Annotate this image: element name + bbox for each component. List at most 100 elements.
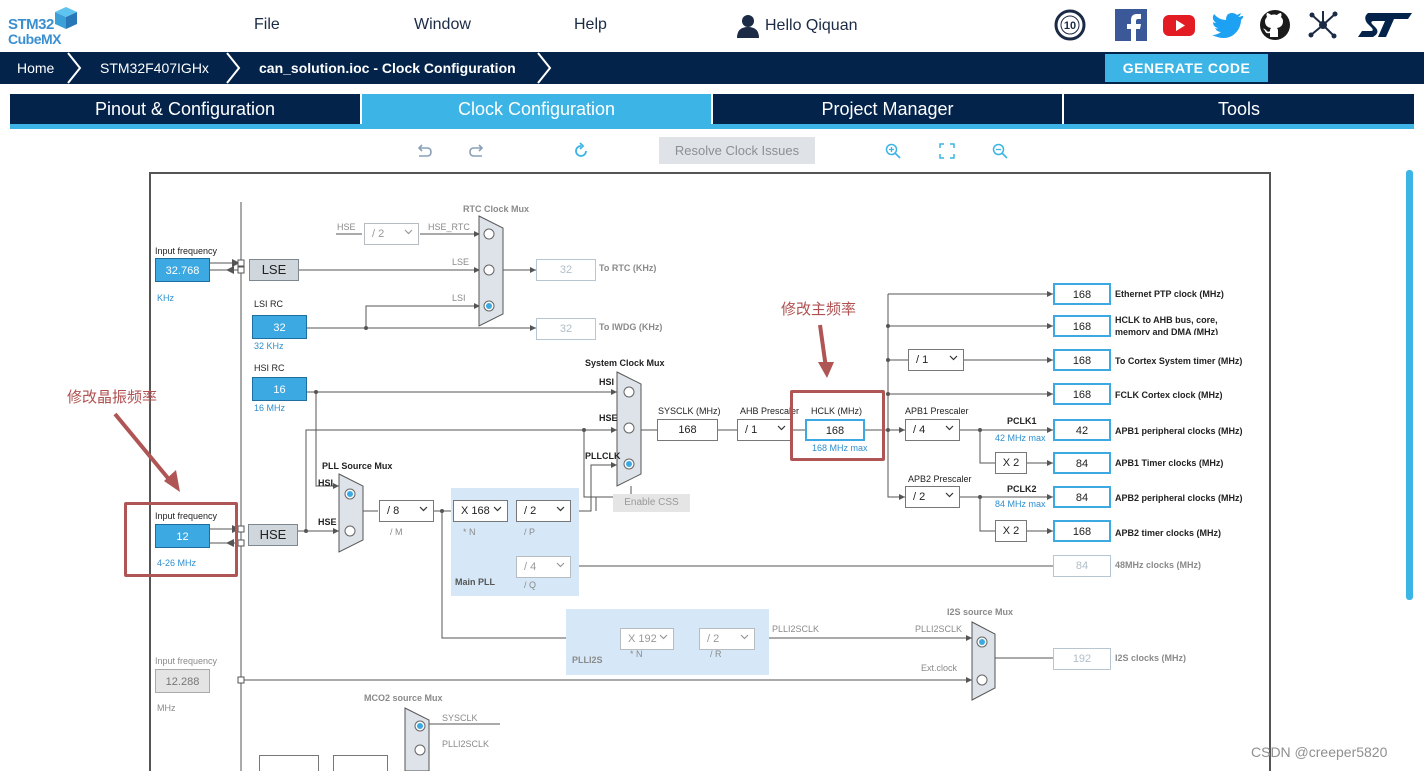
iwdg-output-value: 32 (536, 318, 596, 340)
hclk-input[interactable]: 168 (805, 419, 865, 441)
logo-text-line2: CubeMX (8, 31, 62, 47)
i2s-mux-ext-label: Ext.clock (921, 663, 958, 673)
user-account[interactable]: Hello Qiquan (737, 14, 858, 38)
menu-help[interactable]: Help (574, 16, 607, 33)
menu-window[interactable]: Window (414, 16, 471, 33)
enable-css-button[interactable]: Enable CSS (613, 494, 690, 512)
sys-mux-hse-label: HSE (599, 413, 618, 423)
hclk-max: 168 MHz max (812, 443, 868, 453)
st-10-years-icon[interactable]: 10 (1054, 9, 1086, 41)
mco2-partial-box-1 (259, 755, 319, 771)
breadcrumb-device[interactable]: STM32F407IGHx (100, 60, 209, 76)
undo-icon[interactable] (415, 142, 433, 160)
zoom-in-icon[interactable] (884, 142, 902, 160)
hclk-ahb-label: HCLK to AHB bus, core, (1115, 315, 1218, 325)
pll-q-value: / 4 (524, 561, 537, 573)
apb2-peripheral-value: 84 (1053, 486, 1111, 508)
apb1-prescaler-value: / 4 (913, 424, 926, 436)
pll-n-select[interactable]: X 168 (453, 500, 508, 522)
cortex-timer-value: 168 (1053, 349, 1111, 371)
svg-text:10: 10 (1064, 20, 1076, 32)
lsi-freq: 32 KHz (254, 341, 284, 351)
rtc-hse-prescaler-select[interactable]: / 2 (364, 223, 419, 245)
hclk-label: HCLK (MHz) (811, 406, 862, 416)
github-icon[interactable] (1259, 9, 1291, 41)
apb2-timer-label: APB2 timer clocks (MHz) (1115, 528, 1222, 538)
watermark: CSDN @creeper5820 (1251, 744, 1388, 760)
i2s-ext-freq-input[interactable]: 12.288 (155, 669, 210, 693)
breadcrumb-file[interactable]: can_solution.ioc - Clock Configuration (259, 60, 516, 76)
plli2s-r-select[interactable]: / 2 (699, 628, 755, 650)
pll-p-select[interactable]: / 2 (516, 500, 571, 522)
chevron-down-icon (949, 355, 958, 361)
apb1-peripheral-value: 42 (1053, 419, 1111, 441)
usb-48mhz-label: 48MHz clocks (MHz) (1115, 560, 1202, 570)
tab-clock-configuration[interactable]: Clock Configuration (362, 94, 711, 124)
tab-underline (10, 124, 1414, 129)
twitter-icon[interactable] (1211, 9, 1243, 41)
tab-pinout[interactable]: Pinout & Configuration (10, 94, 360, 124)
main-pll-title: Main PLL (455, 577, 495, 587)
st-logo-icon[interactable] (1356, 9, 1414, 41)
clock-tree-diagram (149, 172, 1271, 771)
rtc-output-value: 32 (536, 259, 596, 281)
youtube-icon[interactable] (1163, 9, 1195, 41)
ahb-prescaler-value: / 1 (745, 424, 758, 436)
breadcrumb-home[interactable]: Home (17, 60, 55, 76)
cortex-timer-prescaler-select[interactable]: / 1 (908, 349, 964, 371)
hclk-ahb-value: 168 (1053, 315, 1111, 337)
stm32cubemx-logo: STM32 CubeMX (8, 6, 80, 48)
facebook-icon[interactable] (1115, 9, 1147, 41)
sys-mux-hsi-label: HSI (599, 377, 615, 387)
pll-q-label: / Q (524, 580, 537, 590)
pll-source-mux-title: PLL Source Mux (322, 461, 393, 471)
pll-q-select[interactable]: / 4 (516, 556, 571, 578)
pclk1-label: PCLK1 (1007, 416, 1037, 426)
breadcrumb-separator-icon (226, 52, 241, 84)
generate-code-button[interactable]: GENERATE CODE (1105, 54, 1268, 82)
apb1-timer-value: 84 (1053, 452, 1111, 474)
plli2sclk-label: PLLI2SCLK (772, 624, 820, 634)
pll-p-value: / 2 (524, 505, 537, 517)
fclk-label: FCLK Cortex clock (MHz) (1115, 390, 1223, 400)
breadcrumb-separator-icon (537, 52, 552, 84)
pll-src-hse-label: HSE (318, 517, 337, 527)
hse-freq-input[interactable]: 12 (155, 524, 210, 548)
vertical-scrollbar[interactable] (1406, 170, 1413, 600)
chevron-down-icon (945, 425, 954, 431)
lse-freq-input[interactable]: 32.768 (155, 258, 210, 282)
tab-tools[interactable]: Tools (1064, 94, 1414, 124)
ahb-prescaler-select[interactable]: / 1 (737, 419, 792, 441)
lse-freq-label: Input frequency (155, 246, 218, 256)
logo-text-line1: STM32 (8, 16, 54, 33)
redo-icon[interactable] (468, 142, 486, 160)
rtc-output-label: To RTC (KHz) (599, 263, 657, 273)
resolve-clock-issues-button[interactable]: Resolve Clock Issues (659, 137, 815, 164)
cube-logo-icon (55, 7, 77, 29)
plli2s-n-select[interactable]: X 192 (620, 628, 674, 650)
i2s-ext-unit: MHz (157, 703, 176, 713)
pll-m-select[interactable]: / 8 (379, 500, 434, 522)
apb1-prescaler-label: APB1 Prescaler (905, 406, 969, 416)
hsi-label: HSI RC (254, 363, 285, 373)
annotation-crystal-frequency: 修改晶振频率 (67, 389, 158, 406)
rtc-hse-label: HSE (337, 222, 356, 232)
hsi-freq: 16 MHz (254, 403, 286, 413)
tab-project-manager[interactable]: Project Manager (713, 94, 1062, 124)
zoom-out-icon[interactable] (991, 142, 1009, 160)
sysclk-label: SYSCLK (MHz) (658, 406, 721, 416)
apb1-prescaler-select[interactable]: / 4 (905, 419, 960, 441)
chevron-down-icon (945, 492, 954, 498)
menu-file[interactable]: File (254, 16, 280, 33)
apb2-prescaler-select[interactable]: / 2 (905, 486, 960, 508)
apb1-peripheral-label: APB1 peripheral clocks (MHz) (1115, 426, 1243, 436)
fit-screen-icon[interactable] (938, 142, 956, 160)
pclk2-max: 84 MHz max (995, 499, 1046, 509)
refresh-icon[interactable] (572, 142, 590, 160)
plli2s-r-label: / R (710, 649, 722, 659)
mco2-mux-title: MCO2 source Mux (364, 693, 443, 703)
network-icon[interactable] (1307, 9, 1339, 41)
pll-p-label: / P (524, 527, 536, 537)
system-clock-mux-title: System Clock Mux (585, 358, 665, 368)
chevron-down-icon (740, 634, 749, 640)
